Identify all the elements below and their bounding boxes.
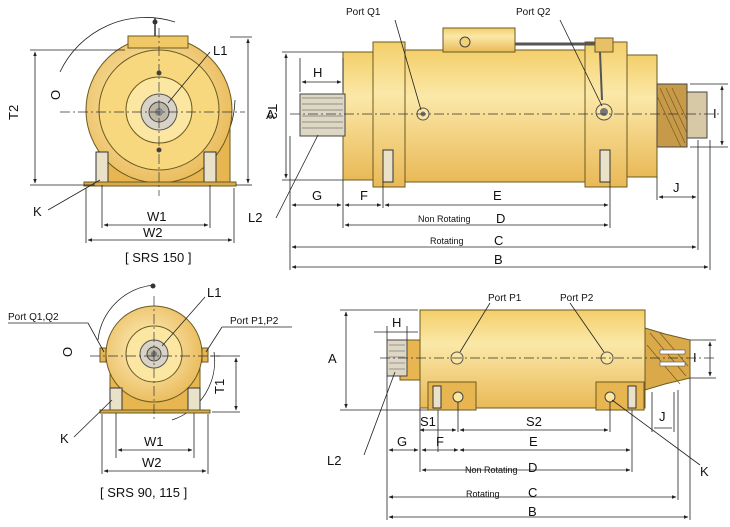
bottom-front-W1-label: W1: [144, 434, 164, 449]
top-side-foot-right: [599, 149, 611, 183]
bottom-front-port-p-label: Port P1,P2: [230, 316, 279, 327]
top-side-A-label: A: [266, 107, 275, 122]
top-side-J-label: J: [673, 180, 680, 195]
top-side-body: [404, 49, 586, 183]
bottom-side-port-p1-label: Port P1: [488, 293, 522, 304]
top-side-port-q2-label: Port Q2: [516, 7, 551, 18]
top-side-non-rotating-label: Non Rotating: [418, 214, 471, 224]
bottom-front-L1-label: L1: [207, 285, 221, 300]
bottom-front-O-label: O: [60, 347, 75, 357]
top-side-D-label: D: [496, 211, 505, 226]
top-side-top-block: [442, 27, 516, 53]
top-side-left-flange: [342, 51, 379, 181]
bottom-side-non-rotating-label: Non Rotating: [465, 465, 518, 475]
bottom-side-port-p2-label: Port P2: [560, 293, 594, 304]
top-side-foot-left: [382, 149, 394, 183]
bottom-side-C-label: C: [528, 485, 537, 500]
top-front-foot-left: [95, 151, 109, 183]
top-front-W1-label: W1: [147, 209, 167, 224]
top-front-top-block: [127, 35, 189, 49]
bottom-side-E-label: E: [529, 434, 538, 449]
top-front-base-plate: [83, 181, 237, 187]
top-side-B-label: B: [494, 252, 503, 267]
bottom-side-A-label: A: [328, 351, 337, 366]
bottom-front-sweep-arc: [97, 284, 155, 341]
bottom-side-S1-label: S1: [420, 414, 436, 429]
bottom-front-T1-label: T1: [212, 379, 227, 394]
top-side-front-cap: [626, 54, 658, 178]
bottom-front-K-label: K: [60, 431, 69, 446]
top-front-foot-right: [203, 151, 217, 183]
top-side-C-label: C: [494, 233, 503, 248]
bottom-front-port-q-label: Port Q1,Q2: [8, 312, 59, 323]
bottom-side-rotating-label: Rotating: [466, 489, 500, 499]
top-side-rotating-label: Rotating: [430, 236, 464, 246]
top-front-K-label: K: [33, 204, 42, 219]
top-side-F-label: F: [360, 188, 368, 203]
top-side-view: Port Q1 Port Q2 H A I L2 G F E: [248, 7, 728, 270]
top-front-caption: [ SRS 150 ]: [125, 250, 191, 265]
top-front-T2-label: T2: [6, 105, 21, 120]
bottom-side-H-label: H: [392, 315, 401, 330]
top-side-I-label: I: [713, 106, 717, 121]
top-front-W2-label: W2: [143, 225, 163, 240]
bottom-front-foot-right: [187, 387, 201, 413]
bottom-side-K-label: K: [700, 464, 709, 479]
top-side-H-label: H: [313, 65, 322, 80]
top-side-G-label: G: [312, 188, 322, 203]
bottom-front-W2-label: W2: [142, 455, 162, 470]
top-side-L2-label: L2: [248, 210, 262, 225]
bottom-side-I-label: I: [693, 350, 697, 365]
top-front-view: T2 O T3 L1 K W1 W2 [ SRS 150 ]: [6, 17, 280, 265]
bottom-front-view: Port Q1,Q2 Port P1,P2 L1 O T1 K W1 W2 [ …: [8, 283, 292, 500]
bottom-side-view: Port P1 Port P2 H A I J L2 K: [327, 293, 716, 520]
bottom-side-L2-label: L2: [327, 453, 341, 468]
top-front-T3-label: T3: [265, 104, 280, 119]
bottom-side-J-label: J: [659, 409, 666, 424]
top-front-L1-label: L1: [213, 43, 227, 58]
bottom-side-S2-label: S2: [526, 414, 542, 429]
top-side-left-shaft: [299, 93, 346, 137]
top-side-port-q1-label: Port Q1: [346, 7, 381, 18]
bottom-front-caption: [ SRS 90, 115 ]: [100, 485, 187, 500]
top-side-right-nut: [686, 91, 708, 139]
bottom-side-right-shaft: [644, 327, 691, 391]
bottom-side-F-label: F: [436, 434, 444, 449]
bottom-front-sweep-arc-lower: [171, 351, 216, 421]
bottom-side-G-label: G: [397, 434, 407, 449]
bottom-side-D-label: D: [528, 460, 537, 475]
bottom-side-B-label: B: [528, 504, 537, 519]
top-front-O-label: O: [48, 90, 63, 100]
top-side-E-label: E: [493, 188, 502, 203]
top-front-sweep-arc: [59, 17, 176, 73]
